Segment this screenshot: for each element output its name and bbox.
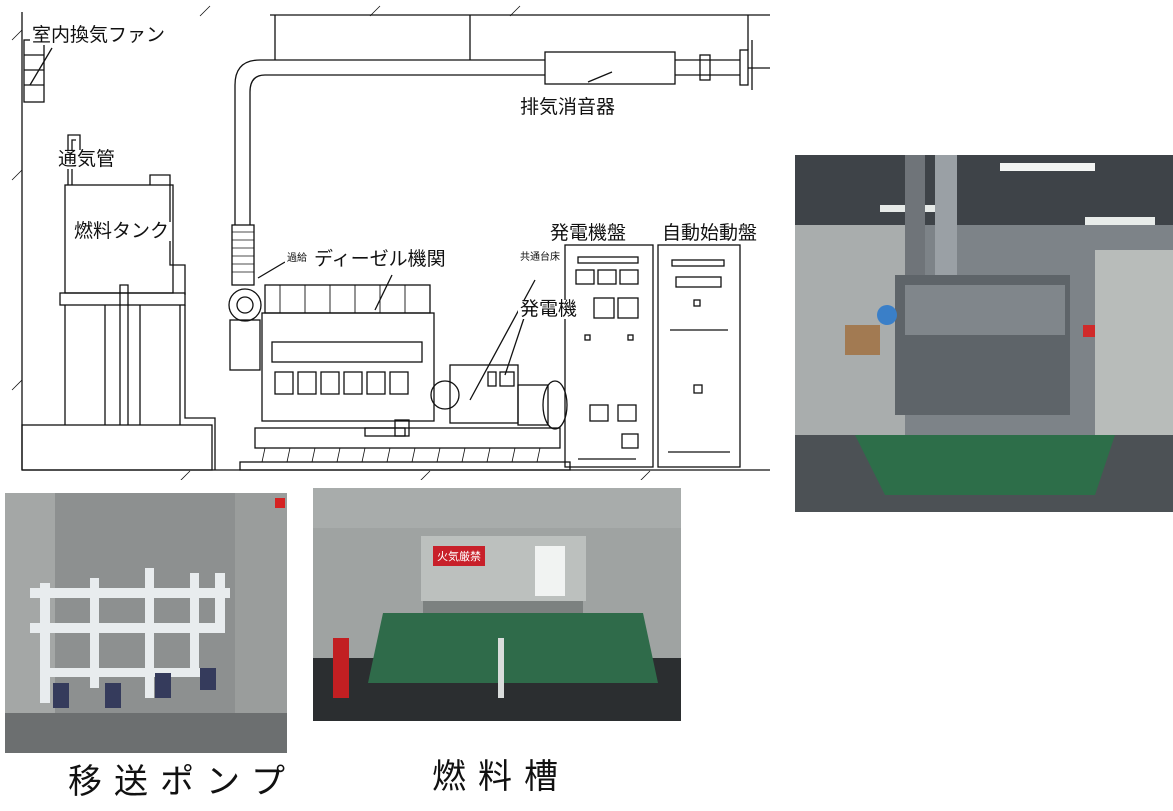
label-vent-pipe: 通気管 (56, 148, 118, 170)
exhaust-silencer-shape (544, 51, 676, 85)
common-base-shape (254, 427, 561, 449)
auto-start-panel-shape (657, 244, 741, 468)
label-common-base: 共通台床 (518, 252, 562, 263)
label-auto-start-panel: 自動始動盤 (660, 222, 760, 244)
caption-transfer-pump: 移送ポンプ (68, 762, 297, 802)
generator-panel-shape (564, 244, 654, 468)
fuel-tank-pit (21, 424, 213, 471)
label-generator: 発電機 (518, 298, 580, 320)
engine-room-photo (795, 155, 1173, 512)
diesel-engine-body (261, 312, 435, 422)
caption-fuel-tank-room: 燃料槽 (432, 757, 570, 797)
no-fire-sign: 火気厳禁 (433, 546, 485, 566)
generator-room-diagram (11, 5, 770, 480)
label-generator-panel: 発電機盤 (548, 222, 629, 244)
label-exhaust-silencer: 排気消音器 (518, 96, 618, 118)
label-vent-fan: 室内換気ファン (30, 24, 168, 46)
label-turbo: 過給 (285, 253, 309, 264)
label-diesel-engine: ディーゼル機関 (312, 248, 448, 270)
label-fuel-tank: 燃料タンク (72, 220, 172, 242)
fuel-tank-room-photo: 火気厳禁 (313, 488, 681, 721)
turbocharger-shape (228, 288, 262, 322)
transfer-pump-photo (5, 493, 287, 753)
